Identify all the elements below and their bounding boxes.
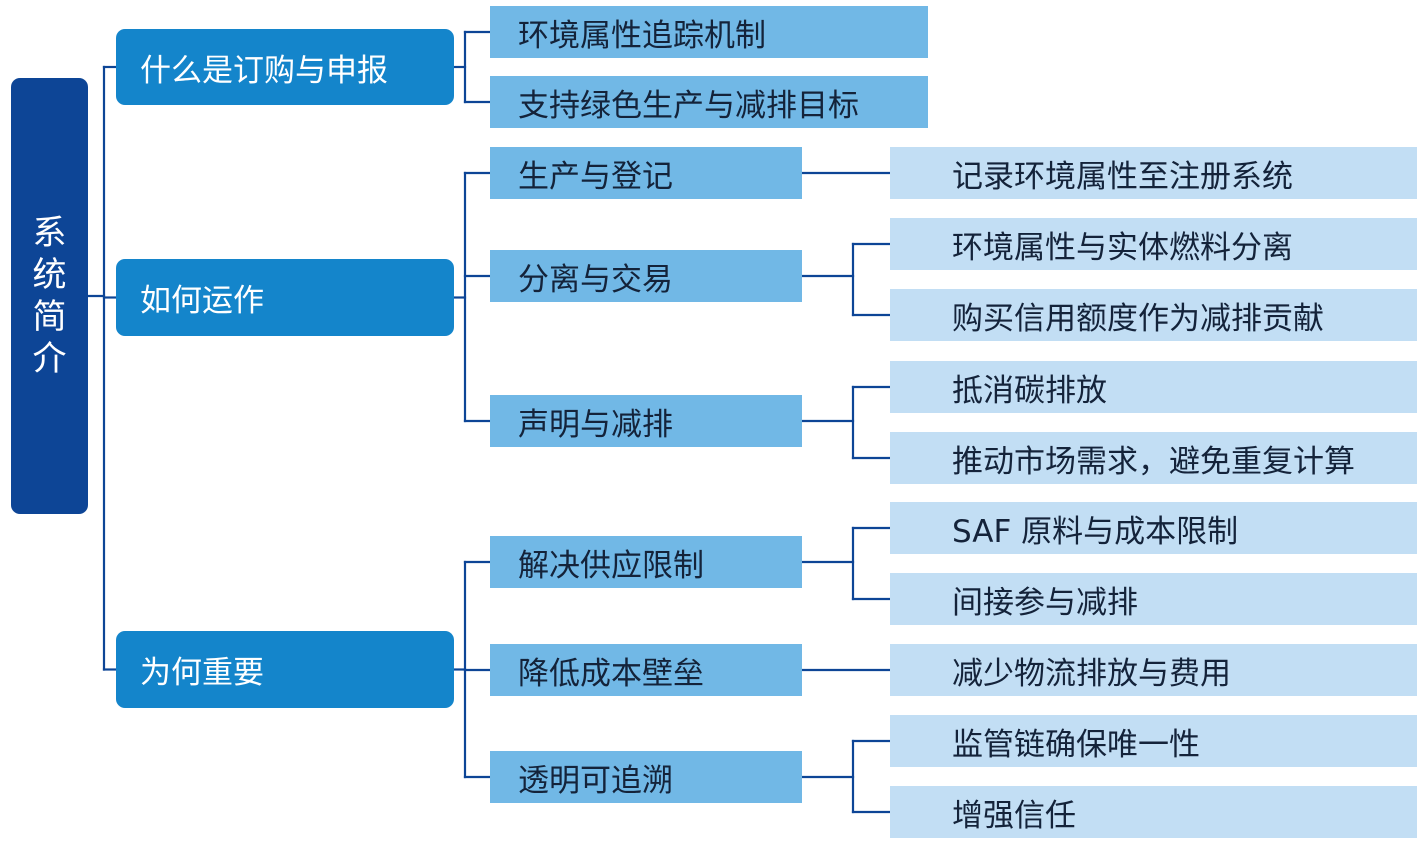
detail-label: 监管链确保唯一性 <box>952 726 1200 763</box>
detail-node: 记录环境属性至注册系统 <box>890 147 1417 199</box>
item-label: 分离与交易 <box>518 261 673 298</box>
item-node: 环境属性追踪机制 <box>490 6 928 58</box>
item-node: 透明可追溯 <box>490 751 802 803</box>
item-node: 声明与减排 <box>490 395 802 447</box>
item-label: 环境属性追踪机制 <box>518 17 766 54</box>
item-label: 生产与登记 <box>518 158 673 195</box>
detail-label: 环境属性与实体燃料分离 <box>952 229 1293 266</box>
detail-label: SAF 原料与成本限制 <box>952 513 1239 550</box>
item-node: 降低成本壁垒 <box>490 644 802 696</box>
detail-label: 推动市场需求，避免重复计算 <box>952 443 1355 480</box>
section-how-it-works-node: 如何运作 <box>116 259 454 336</box>
section-what-is-node: 什么是订购与申报 <box>116 29 454 105</box>
item-node: 解决供应限制 <box>490 536 802 588</box>
item-label: 降低成本壁垒 <box>518 655 704 692</box>
item-node: 支持绿色生产与减排目标 <box>490 76 928 128</box>
root-label-char: 系 <box>32 213 67 253</box>
detail-node: 抵消碳排放 <box>890 361 1417 413</box>
detail-node: 间接参与减排 <box>890 573 1417 625</box>
detail-node: 环境属性与实体燃料分离 <box>890 218 1417 270</box>
section-label: 如何运作 <box>140 283 264 319</box>
item-label: 支持绿色生产与减排目标 <box>518 87 859 124</box>
item-label: 透明可追溯 <box>518 762 673 799</box>
item-label: 解决供应限制 <box>518 547 704 584</box>
detail-node: 监管链确保唯一性 <box>890 715 1417 767</box>
detail-node: 增强信任 <box>890 786 1417 838</box>
root-label-char: 介 <box>32 339 67 379</box>
item-node: 分离与交易 <box>490 250 802 302</box>
detail-label: 记录环境属性至注册系统 <box>952 158 1293 195</box>
detail-label: 购买信用额度作为减排贡献 <box>952 300 1324 337</box>
detail-label: 间接参与减排 <box>952 584 1138 621</box>
detail-label: 抵消碳排放 <box>952 372 1107 409</box>
root-label-char: 统 <box>32 255 67 295</box>
item-label: 声明与减排 <box>518 406 673 443</box>
detail-node: 减少物流排放与费用 <box>890 644 1417 696</box>
root-label: 系统简介 <box>33 212 67 380</box>
detail-label: 减少物流排放与费用 <box>952 655 1231 692</box>
section-label: 为何重要 <box>140 655 264 691</box>
detail-node: 购买信用额度作为减排贡献 <box>890 289 1417 341</box>
item-node: 生产与登记 <box>490 147 802 199</box>
root-label-char: 简 <box>32 297 67 337</box>
detail-node: SAF 原料与成本限制 <box>890 502 1417 554</box>
root-node: 系统简介 <box>11 78 88 514</box>
section-label: 什么是订购与申报 <box>140 52 388 89</box>
detail-node: 推动市场需求，避免重复计算 <box>890 432 1417 484</box>
detail-label: 增强信任 <box>952 797 1076 834</box>
section-why-important-node: 为何重要 <box>116 631 454 708</box>
